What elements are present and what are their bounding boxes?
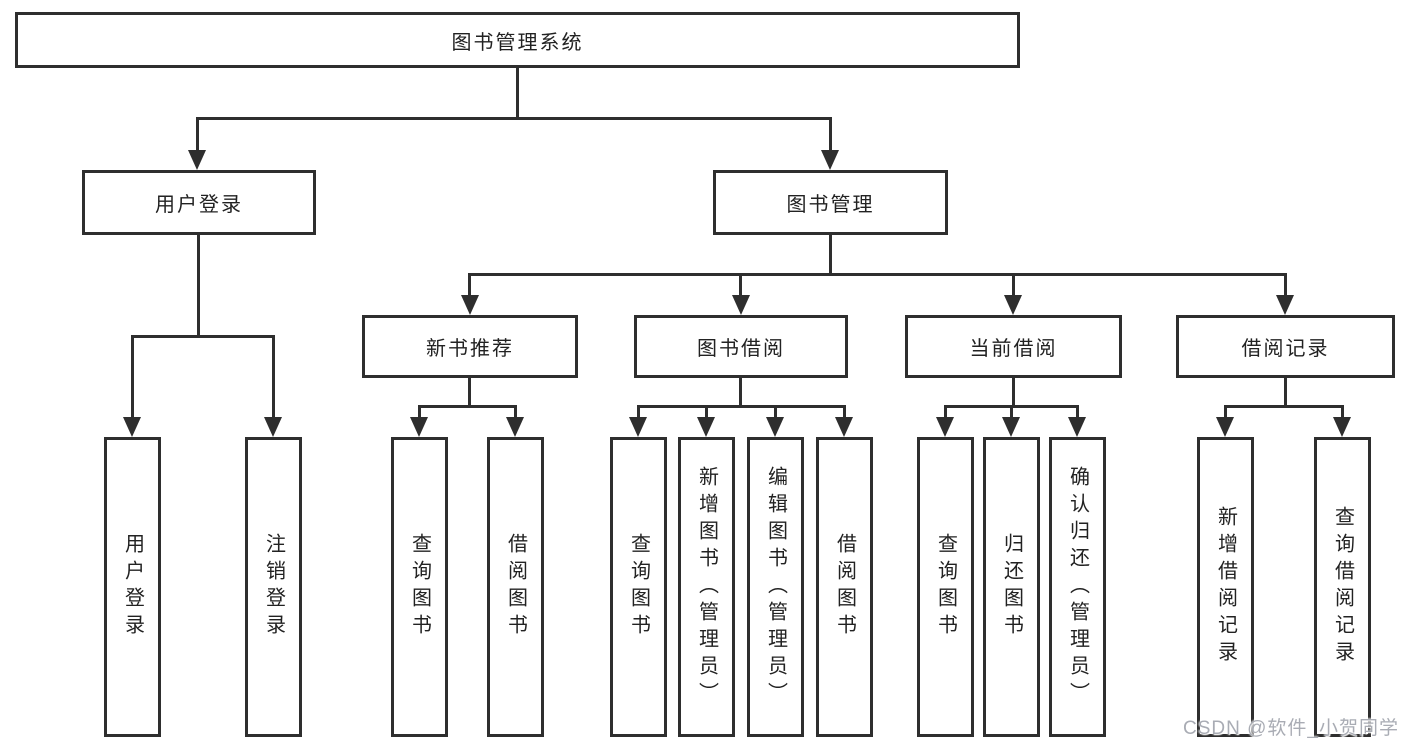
connector-line: [1224, 405, 1344, 408]
arrow-down-icon: [697, 417, 715, 437]
leaf-current-confirm-return-admin: 确认归还（管理员）: [1049, 437, 1106, 737]
connector-line: [468, 378, 471, 408]
arrow-down-icon: [821, 150, 839, 170]
connector-line: [131, 335, 275, 338]
arrow-down-icon: [123, 417, 141, 437]
arrow-down-icon: [410, 417, 428, 437]
connector-line: [1224, 405, 1227, 419]
leaf-newbook-borrow-books-label: 借阅图书: [504, 533, 527, 641]
connector-line: [196, 117, 199, 152]
arrow-down-icon: [732, 295, 750, 315]
node-new-book-recommend-label: 新书推荐: [426, 338, 514, 360]
connector-line: [705, 405, 708, 419]
connector-line: [739, 378, 742, 408]
leaf-logout: 注销登录: [245, 437, 302, 737]
leaf-record-query-borrow-record: 查询借阅记录: [1314, 437, 1371, 737]
connector-line: [468, 273, 471, 297]
node-book-management: 图书管理: [713, 170, 948, 235]
leaf-record-query-borrow-record-label: 查询借阅记录: [1331, 506, 1354, 668]
arrow-down-icon: [629, 417, 647, 437]
leaf-record-add-borrow-record-label: 新增借阅记录: [1214, 506, 1237, 668]
arrow-down-icon: [936, 417, 954, 437]
connector-line: [1012, 378, 1015, 408]
connector-line: [418, 405, 517, 408]
arrow-down-icon: [1333, 417, 1351, 437]
leaf-user-login: 用户登录: [104, 437, 161, 737]
connector-line: [1284, 273, 1287, 297]
leaf-borrow-borrow-books: 借阅图书: [816, 437, 873, 737]
connector-line: [944, 405, 947, 419]
arrow-down-icon: [1068, 417, 1086, 437]
arrow-down-icon: [188, 150, 206, 170]
leaf-current-confirm-return-admin-label: 确认归还（管理员）: [1066, 465, 1089, 709]
arrow-down-icon: [461, 295, 479, 315]
leaf-newbook-query-books-label: 查询图书: [408, 533, 431, 641]
connector-line: [1010, 405, 1013, 419]
arrow-down-icon: [1004, 295, 1022, 315]
arrow-down-icon: [506, 417, 524, 437]
leaf-current-query-books-label: 查询图书: [934, 533, 957, 641]
connector-line: [468, 273, 1287, 276]
connector-line: [1076, 405, 1079, 419]
connector-line: [516, 68, 519, 120]
leaf-current-return-books-label: 归还图书: [1000, 533, 1023, 641]
leaf-current-return-books: 归还图书: [983, 437, 1040, 737]
csdn-watermark: CSDN @软件_小贺同学: [1183, 718, 1399, 739]
connector-line: [1012, 273, 1015, 297]
leaf-record-add-borrow-record: 新增借阅记录: [1197, 437, 1254, 737]
leaf-newbook-query-books: 查询图书: [391, 437, 448, 737]
node-root-label: 图书管理系统: [451, 31, 584, 54]
arrow-down-icon: [766, 417, 784, 437]
node-book-borrow-label: 图书借阅: [697, 338, 785, 360]
leaf-current-query-books: 查询图书: [917, 437, 974, 737]
connector-line: [739, 273, 742, 297]
leaf-borrow-borrow-books-label: 借阅图书: [833, 533, 856, 641]
leaf-user-login-label: 用户登录: [121, 533, 144, 641]
arrow-down-icon: [1276, 295, 1294, 315]
connector-line: [774, 405, 777, 419]
arrow-down-icon: [1216, 417, 1234, 437]
leaf-logout-label: 注销登录: [262, 533, 285, 641]
node-book-management-label: 图书管理: [786, 194, 875, 216]
connector-line: [196, 117, 831, 120]
node-borrow-record-label: 借阅记录: [1241, 338, 1330, 360]
connector-line: [1284, 378, 1287, 408]
node-user-login-label: 用户登录: [155, 194, 243, 216]
connector-line: [272, 335, 275, 419]
connector-line: [829, 235, 832, 276]
connector-line: [1341, 405, 1344, 419]
leaf-borrow-edit-books-admin: 编辑图书（管理员）: [747, 437, 804, 737]
leaf-borrow-edit-books-admin-label: 编辑图书（管理员）: [764, 465, 787, 709]
connector-line: [637, 405, 640, 419]
leaf-borrow-query-books: 查询图书: [610, 437, 667, 737]
connector-line: [514, 405, 517, 419]
connector-line: [843, 405, 846, 419]
node-current-borrow: 当前借阅: [905, 315, 1122, 378]
node-borrow-record: 借阅记录: [1176, 315, 1395, 378]
node-user-login: 用户登录: [82, 170, 316, 235]
node-book-borrow: 图书借阅: [634, 315, 848, 378]
connector-line: [829, 117, 832, 152]
arrow-down-icon: [1002, 417, 1020, 437]
leaf-borrow-query-books-label: 查询图书: [627, 533, 650, 641]
node-root: 图书管理系统: [15, 12, 1020, 68]
connector-line: [131, 335, 134, 419]
node-current-borrow-label: 当前借阅: [969, 338, 1058, 360]
arrow-down-icon: [835, 417, 853, 437]
connector-line: [418, 405, 421, 419]
leaf-borrow-add-books-admin: 新增图书（管理员）: [678, 437, 735, 737]
leaf-borrow-add-books-admin-label: 新增图书（管理员）: [695, 465, 718, 709]
connector-line: [197, 235, 200, 338]
arrow-down-icon: [264, 417, 282, 437]
node-new-book-recommend: 新书推荐: [362, 315, 578, 378]
leaf-newbook-borrow-books: 借阅图书: [487, 437, 544, 737]
connector-line: [637, 405, 846, 408]
